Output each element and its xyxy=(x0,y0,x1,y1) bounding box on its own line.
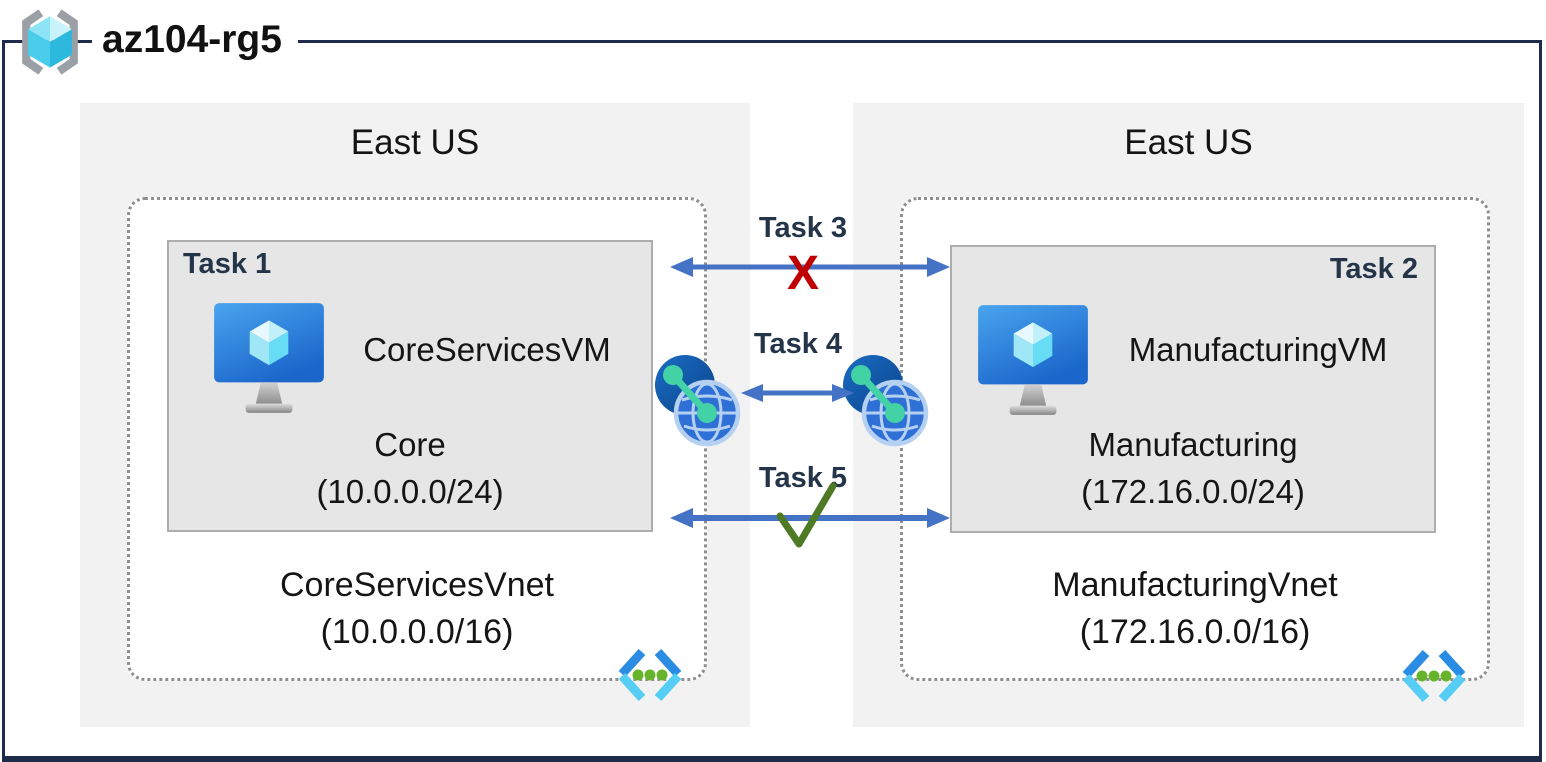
resource-group-frame xyxy=(2,40,1542,762)
vnet-name: ManufacturingVnet xyxy=(1052,566,1338,604)
subnet-cidr: (172.16.0.0/24) xyxy=(1081,473,1305,510)
vnet-label-manufacturing: ManufacturingVnet (172.16.0.0/16) xyxy=(900,562,1490,656)
subnet-box-manufacturing: Task 2 xyxy=(950,245,1436,533)
vnet-cidr: (10.0.0.0/16) xyxy=(320,613,514,651)
region-title-right: East US xyxy=(1124,123,1253,162)
region-title-left: East US xyxy=(350,123,480,162)
task-1-label: Task 1 xyxy=(183,248,272,280)
vm-name-manufacturing: ManufacturingVM xyxy=(1128,331,1388,368)
subnet-label-manufacturing: Manufacturing (172.16.0.0/24) xyxy=(950,421,1436,515)
task-5-label: Task 5 xyxy=(758,462,848,494)
subnet-name: Core xyxy=(374,426,446,463)
subnet-name: Manufacturing xyxy=(1088,426,1298,463)
virtual-machine-icon xyxy=(978,305,1088,415)
subnet-cidr: (10.0.0.0/24) xyxy=(316,473,504,510)
task-4-label: Task 4 xyxy=(753,328,843,360)
subnet-box-core: Task 1 xyxy=(167,240,653,532)
virtual-network-icon xyxy=(618,648,682,702)
vnet-peering-icon xyxy=(843,355,929,447)
virtual-network-icon xyxy=(1402,649,1466,703)
subnet-label-core: Core (10.0.0.0/24) xyxy=(167,421,653,515)
vnet-label-coreservices: CoreServicesVnet (10.0.0.0/16) xyxy=(127,562,707,656)
vnet-cidr: (172.16.0.0/16) xyxy=(1079,613,1311,651)
vnet-name: CoreServicesVnet xyxy=(279,566,554,604)
vnet-peering-icon xyxy=(655,355,741,447)
resource-group-icon xyxy=(22,9,78,75)
virtual-machine-icon xyxy=(214,303,324,413)
task-3-label: Task 3 xyxy=(758,212,848,244)
task-2-label: Task 2 xyxy=(1329,253,1418,285)
resource-group-title: az104-rg5 xyxy=(92,16,298,64)
vm-name-coreservices: CoreServicesVM xyxy=(363,331,611,368)
